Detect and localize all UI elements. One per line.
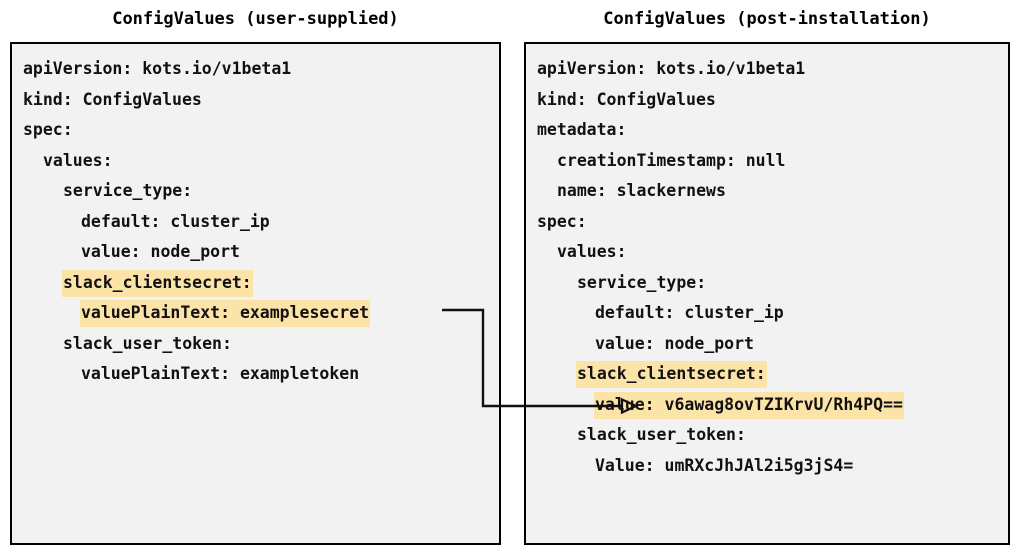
right-code-line: metadata:	[526, 115, 1008, 146]
right-panel-code-block: apiVersion: kots.io/v1beta1 kind: ConfigV…	[526, 44, 1008, 543]
right-code-line-text: slack_clientsecret:	[576, 361, 767, 388]
left-code-line-text: values:	[43, 150, 113, 170]
right-code-line: value: node_port	[526, 329, 1008, 360]
right-code-line: name: slackernews	[526, 176, 1008, 207]
left-panel-code-block: apiVersion: kots.io/v1beta1 kind: ConfigV…	[12, 44, 499, 543]
right-code-line: service_type:	[526, 268, 1008, 299]
left-code-line-text: slack_user_token:	[63, 333, 232, 353]
left-panel-title: ConfigValues (user-supplied)	[112, 9, 399, 29]
left-code-line: kind: ConfigValues	[12, 85, 499, 116]
right-code-line-text: spec:	[537, 211, 587, 231]
left-code-line: default: cluster_ip	[12, 207, 499, 238]
right-code-line: slack_user_token:	[526, 420, 1008, 451]
left-code-line-text: valuePlainText: examplesecret	[80, 300, 371, 327]
left-code-line: valuePlainText: exampletoken	[12, 359, 499, 390]
left-code-line: value: node_port	[12, 237, 499, 268]
right-code-line-text: default: cluster_ip	[595, 303, 784, 322]
right-code-line: value: v6awag8ovTZIKrvU/Rh4PQ==	[526, 390, 1008, 421]
right-code-line-text: value: node_port	[595, 333, 754, 353]
left-code-line: apiVersion: kots.io/v1beta1	[12, 54, 499, 85]
right-code-line: creationTimestamp: null	[526, 146, 1008, 177]
right-code-line: kind: ConfigValues	[526, 85, 1008, 116]
left-code-line: slack_user_token:	[12, 329, 499, 360]
right-code-line-text: kind: ConfigValues	[537, 89, 716, 109]
left-code-line-text: slack_clientsecret:	[62, 269, 253, 297]
right-code-line-text: name: slackernews	[557, 181, 726, 200]
right-code-line: apiVersion: kots.io/v1beta1	[526, 54, 1008, 85]
right-code-line: default: cluster_ip	[526, 298, 1008, 329]
right-code-line-text: values:	[557, 242, 627, 261]
left-code-line: slack_clientsecret:	[12, 268, 499, 299]
right-code-line: values:	[526, 237, 1008, 268]
left-code-line: spec:	[12, 115, 499, 146]
left-code-line: valuePlainText: examplesecret	[12, 298, 499, 329]
left-code-line: values:	[12, 146, 499, 177]
left-code-line: service_type:	[12, 176, 499, 207]
left-code-line-text: default: cluster_ip	[81, 211, 270, 231]
right-code-line: spec:	[526, 207, 1008, 238]
right-code-line-text: metadata:	[537, 120, 627, 139]
right-panel-post-installation-configvalues: apiVersion: kots.io/v1beta1 kind: ConfigV…	[524, 42, 1010, 545]
left-code-line-text: valuePlainText: exampletoken	[81, 364, 360, 383]
right-code-line-text: service_type:	[577, 272, 707, 292]
right-code-line: slack_clientsecret:	[526, 359, 1008, 390]
left-panel-user-supplied-configvalues: apiVersion: kots.io/v1beta1 kind: ConfigV…	[10, 42, 501, 545]
right-code-line-text: apiVersion: kots.io/v1beta1	[537, 59, 806, 78]
left-code-line-text: value: node_port	[81, 242, 240, 261]
right-code-line-text: value: v6awag8ovTZIKrvU/Rh4PQ==	[594, 391, 904, 419]
right-code-line-text: slack_user_token:	[577, 425, 746, 444]
right-code-line-text: Value: umRXcJhJAl2i5g3jS4=	[595, 455, 854, 475]
left-code-line-text: service_type:	[63, 181, 193, 200]
left-code-line-text: kind: ConfigValues	[23, 89, 202, 109]
right-panel-title: ConfigValues (post-installation)	[603, 9, 931, 29]
right-code-line: Value: umRXcJhJAl2i5g3jS4=	[526, 451, 1008, 482]
right-code-line-text: creationTimestamp: null	[557, 150, 786, 170]
left-code-line-text: apiVersion: kots.io/v1beta1	[23, 59, 292, 78]
left-code-line-text: spec:	[23, 120, 73, 139]
